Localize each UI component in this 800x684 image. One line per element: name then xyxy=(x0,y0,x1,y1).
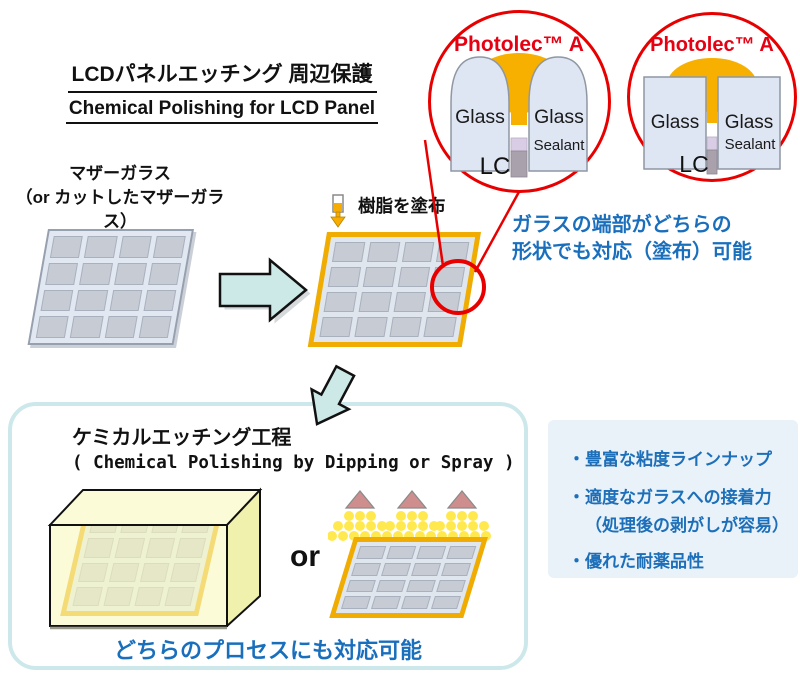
panel-cell xyxy=(40,289,74,312)
panel-cell xyxy=(436,579,467,593)
magnifier-square-edge: Photolec™ A Glass Glass Sealant LC xyxy=(627,12,797,182)
product-name: Photolec™ A xyxy=(650,34,774,56)
mother-glass-line1: マザーガラス xyxy=(69,164,171,183)
panel-cell xyxy=(147,262,182,285)
panel-cell xyxy=(370,596,401,609)
panel-cell xyxy=(358,292,392,312)
arrow-down-icon xyxy=(310,364,356,426)
process-title: ケミカルエッチング工程 ( Chemical Polishing by Dipp… xyxy=(72,421,515,473)
feature-item-chemical-resistance: ・優れた耐薬品性 xyxy=(568,552,704,571)
panel-cell xyxy=(366,242,400,262)
panel-cell xyxy=(143,289,177,312)
panel-cell xyxy=(327,267,361,287)
panel-cell xyxy=(70,316,104,338)
panel-cell xyxy=(84,236,118,258)
product-name: Photolec™ A xyxy=(454,33,584,56)
process-title-japanese: ケミカルエッチング工程 xyxy=(72,427,292,449)
panel-cell xyxy=(400,596,431,609)
title-english: Chemical Polishing for LCD Panel xyxy=(65,98,379,124)
process-title-english: ( Chemical Polishing by Dipping or Spray… xyxy=(72,453,515,473)
title-japanese: LCDパネルエッチング 周辺保護 xyxy=(67,58,377,93)
resin-dispenser-icon xyxy=(330,194,346,228)
features-box: ・豊富な粘度ラインナップ ・適度なガラスへの接着力 （処理後の剥がしが容易） ・… xyxy=(548,420,798,578)
panel-cell xyxy=(423,317,457,337)
panel-cell xyxy=(386,546,417,559)
panel-cell xyxy=(430,596,461,609)
panel-cell xyxy=(152,236,186,258)
lc-label: LC xyxy=(480,153,511,180)
panel-cell xyxy=(319,317,353,337)
panel-edge-highlight-circle xyxy=(430,259,486,315)
feature-item-viscosity: ・豊富な粘度ラインナップ xyxy=(568,450,772,469)
panel-cell xyxy=(354,317,388,337)
panel-cell xyxy=(340,596,371,609)
panel-cell xyxy=(401,242,435,262)
square-edge-cross-section: Photolec™ A Glass Glass Sealant LC xyxy=(643,34,781,177)
panel-cell xyxy=(446,546,477,559)
panel-cell xyxy=(45,262,79,285)
sealant-label: Sealant xyxy=(725,136,777,153)
panel-cell xyxy=(381,562,412,576)
process-bottom-note: どちらのプロセスにも対応可能 xyxy=(113,638,422,663)
glass-label-left: Glass xyxy=(455,106,505,128)
page-title: LCDパネルエッチング 周辺保護 Chemical Polishing for … xyxy=(60,58,384,124)
panel-cell xyxy=(406,579,437,593)
resin-label: 樹脂を塗布 xyxy=(358,196,446,216)
spray-nozzles xyxy=(328,490,491,541)
panel-cell xyxy=(323,292,357,312)
spray-nozzle-icon xyxy=(344,490,478,509)
mother-glass-panel xyxy=(27,229,195,345)
sprayed-panel xyxy=(329,537,488,618)
feature-item-adhesion: ・適度なガラスへの接着力 xyxy=(568,488,772,507)
panel-cell xyxy=(441,562,472,576)
panel-cell xyxy=(411,562,442,576)
glass-label-right: Glass xyxy=(725,112,774,133)
panel-cell xyxy=(49,236,84,258)
panel-cell xyxy=(346,579,377,593)
panel-cell xyxy=(331,242,366,262)
rounded-edge-cross-section: Photolec™ A Glass Glass Sealant LC xyxy=(450,33,588,180)
glass-label-right: Glass xyxy=(534,106,584,128)
panel-cell xyxy=(35,316,69,338)
panel-cell xyxy=(356,546,387,559)
panel-cell xyxy=(74,289,108,312)
sealant-label: Sealant xyxy=(534,137,586,154)
panel-cell xyxy=(393,292,427,312)
panel-cell xyxy=(351,562,382,576)
panel-cell xyxy=(397,267,431,287)
lc-label: LC xyxy=(679,151,708,177)
panel-cell xyxy=(388,317,423,337)
panel-cell xyxy=(138,316,172,338)
panel-cell xyxy=(416,546,447,559)
edge-shape-note-line2: 形状でも対応（塗布）可能 xyxy=(512,241,752,263)
arrow-right-icon xyxy=(218,257,311,324)
edge-shape-note: ガラスの端部がどちらの 形状でも対応（塗布）可能 xyxy=(512,212,752,266)
or-label: or xyxy=(290,540,320,573)
mother-glass-line2: （or カットしたマザーガラス） xyxy=(15,187,225,231)
panel-cell xyxy=(113,262,147,285)
edge-shape-note-line1: ガラスの端部がどちらの xyxy=(512,214,732,236)
panel-cell xyxy=(79,262,113,285)
panel-cell xyxy=(118,236,152,258)
panel-cell xyxy=(104,316,138,338)
dipping-tank xyxy=(47,487,263,630)
mother-glass-label: マザーガラス （or カットしたマザーガラス） xyxy=(4,162,236,233)
panel-cell xyxy=(362,267,396,287)
feature-item-adhesion-sub: （処理後の剥がしが容易） xyxy=(585,516,789,535)
magnifier-rounded-edge: Photolec™ A Glass Glass Sealant LC xyxy=(428,10,611,193)
panel-cell xyxy=(376,579,407,593)
panel-cell xyxy=(108,289,143,312)
glass-label-left: Glass xyxy=(651,112,700,133)
